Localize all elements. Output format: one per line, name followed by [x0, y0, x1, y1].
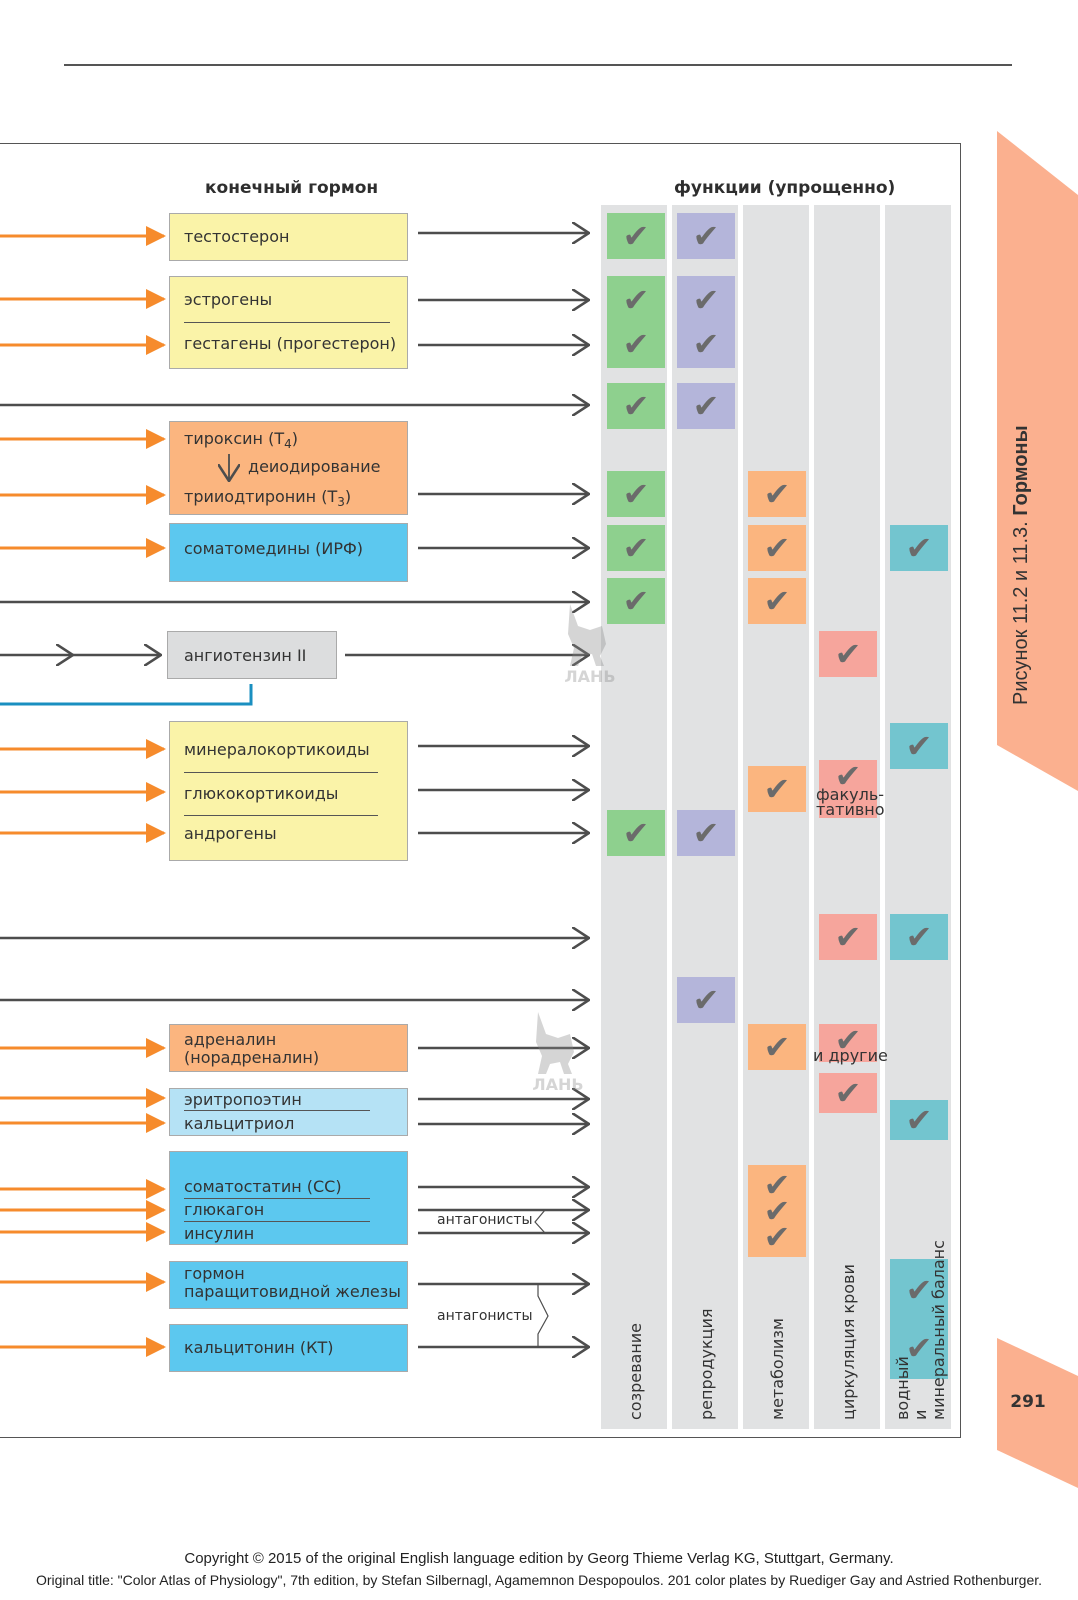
column-water-balance — [885, 205, 951, 1429]
check-water-row14: ✔ — [890, 914, 948, 960]
box-adrenal-cortex — [169, 721, 408, 861]
label-somatomedins: соматомедины (ИРФ) — [184, 539, 363, 558]
label-calcitriol: кальцитриол — [184, 1114, 295, 1133]
label-parathyroid-1: гормон — [184, 1264, 245, 1283]
check-maturation-row4: ✔ — [607, 383, 665, 429]
footer-copyright: Copyright © 2015 of the original English… — [184, 1550, 894, 1567]
check-reproduction-estrogens: ✔✔ — [677, 276, 735, 368]
header-final-hormone: конечный гормон — [205, 178, 379, 198]
check-maturation-somatomedins: ✔ — [607, 525, 665, 571]
label-noradrenaline: (норадреналин) — [184, 1048, 320, 1067]
label-gestagens: гестагены (прогестерон) — [184, 334, 397, 353]
check-maturation-row7: ✔ — [607, 578, 665, 624]
label-testosterone: тестостерон — [184, 227, 290, 246]
check-reproduction-row15: ✔ — [677, 977, 735, 1023]
label-mineralocorticoids: минералокортикоиды — [184, 740, 370, 759]
box-somatomedins — [169, 523, 408, 582]
label-parathyroid-2: паращитовидной железы — [184, 1282, 401, 1301]
check-metabolism-t3: ✔ — [748, 471, 806, 517]
divider-somatostatin — [184, 1198, 370, 1199]
side-tab — [997, 131, 1078, 791]
check-maturation-testosterone: ✔ — [607, 213, 665, 259]
label-triiodothyronine: трииодтиронин (T3) — [184, 487, 352, 510]
label-deiodination: деиодирование — [248, 457, 381, 476]
svg-text:ЛАНЬ: ЛАНЬ — [532, 1075, 583, 1094]
check-reproduction-androgens: ✔ — [677, 810, 735, 856]
label-androgens: андрогены — [184, 824, 277, 843]
check-water-parathyroid-calcitonin: ✔✔ — [890, 1259, 948, 1379]
check-water-somatomedins: ✔ — [890, 525, 948, 571]
label-angiotensin: ангиотензин II — [184, 646, 307, 665]
label-somatostatin: соматостатин (СС) — [184, 1177, 342, 1196]
footer-original-title: Original title: "Color Atlas of Physiolo… — [35, 1572, 1043, 1588]
antagonists-bracket-pancreas — [534, 1209, 546, 1234]
top-rule — [64, 64, 1012, 66]
antagonists-bracket-calcium — [537, 1284, 549, 1347]
label-insulin: инсулин — [184, 1224, 255, 1243]
note-facultative-2: тативно — [816, 800, 885, 819]
page-tab — [997, 1338, 1078, 1488]
check-circulation-row14: ✔ — [819, 914, 877, 960]
box-testosterone — [169, 213, 408, 261]
check-metabolism-row7: ✔ — [748, 578, 806, 624]
label-calcitonin: кальцитонин (КТ) — [184, 1338, 334, 1357]
box-angiotensin — [167, 631, 337, 679]
box-thyroid — [169, 421, 408, 515]
note-and-others: и другие — [813, 1046, 888, 1065]
check-water-mineralocorticoids: ✔ — [890, 723, 948, 769]
page-number: 291 — [1010, 1392, 1046, 1412]
divider-glucocorticoids — [184, 815, 378, 816]
svg-text:ЛАНЬ: ЛАНЬ — [564, 667, 615, 686]
divider-estrogens — [184, 322, 390, 323]
check-circulation-angiotensin: ✔ — [819, 631, 877, 677]
note-facultative-1: факуль- — [816, 785, 885, 804]
watermark-logo-2: ЛАНЬ — [532, 1012, 584, 1094]
check-circulation-adrenaline: ✔ — [819, 1024, 877, 1062]
box-parathyroid — [169, 1261, 408, 1309]
check-maturation-t3: ✔ — [607, 471, 665, 517]
check-reproduction-row4: ✔ — [677, 383, 735, 429]
header-functions: функции (упрощенно) — [674, 178, 896, 198]
note-antagonists-pancreas: антагонисты — [437, 1212, 533, 1228]
check-metabolism-glucocorticoids: ✔ — [748, 766, 806, 812]
figure-frame — [0, 143, 961, 1438]
check-reproduction-testosterone: ✔ — [677, 213, 735, 259]
divider-mineralocorticoids — [184, 772, 378, 773]
renin-feedback-line — [0, 684, 253, 706]
box-adrenaline — [169, 1024, 408, 1072]
box-kidney — [169, 1088, 408, 1136]
check-maturation-estrogens: ✔✔ — [607, 276, 665, 368]
check-metabolism-adrenaline: ✔ — [748, 1024, 806, 1070]
label-glucocorticoids: глюкокортикоиды — [184, 784, 339, 803]
check-circulation-glucocorticoids: ✔ — [819, 760, 877, 818]
box-calcitonin — [169, 1324, 408, 1372]
label-erythropoietin: эритропоэтин — [184, 1090, 302, 1109]
label-glucagon: глюкагон — [184, 1200, 265, 1219]
label-thyroxine: тироксин (T4) — [184, 429, 298, 452]
label-adrenaline: адреналин — [184, 1030, 277, 1049]
check-maturation-androgens: ✔ — [607, 810, 665, 856]
divider-glucagon — [184, 1221, 370, 1222]
watermark-logo-1: ЛАНЬ — [564, 604, 616, 686]
divider-erythropoietin — [184, 1110, 370, 1111]
check-metabolism-pancreas: ✔✔✔ — [748, 1165, 806, 1257]
check-circulation-erythropoietin: ✔ — [819, 1073, 877, 1113]
check-water-calcitriol: ✔ — [890, 1100, 948, 1140]
label-estrogens: эстрогены — [184, 290, 273, 309]
note-antagonists-calcium: антагонисты — [437, 1308, 533, 1324]
check-metabolism-somatomedins: ✔ — [748, 525, 806, 571]
